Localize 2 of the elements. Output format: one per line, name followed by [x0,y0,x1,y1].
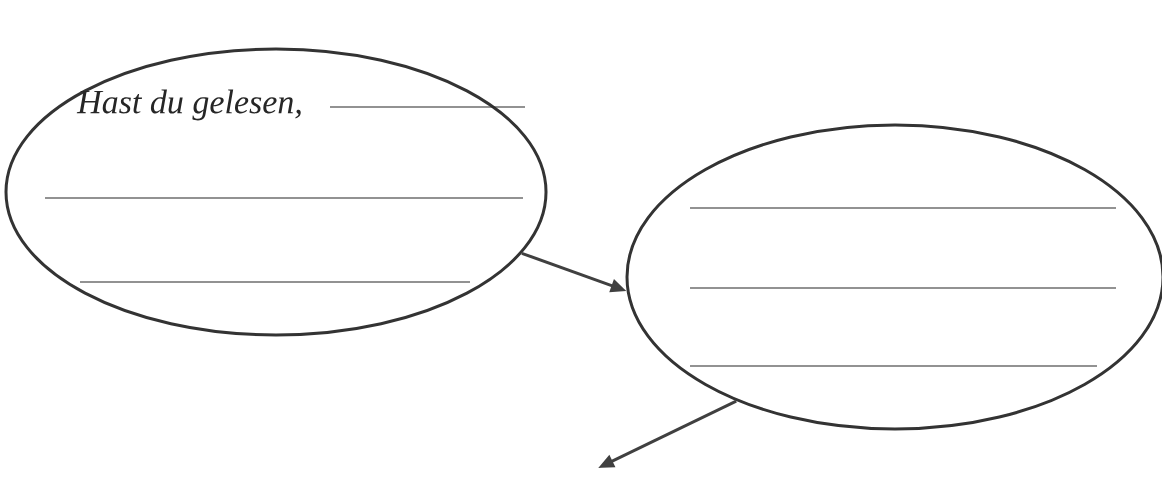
handwritten-text: Hast du gelesen, [76,89,301,121]
speech-bubble [625,123,1162,431]
